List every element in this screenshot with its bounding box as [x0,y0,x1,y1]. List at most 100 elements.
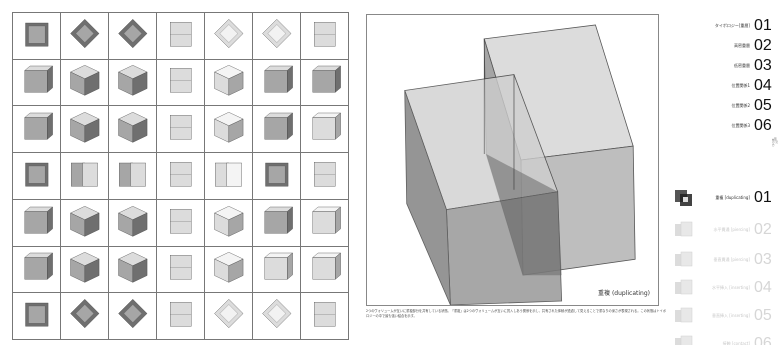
typology-matrix [12,12,349,340]
cube-light-icon [311,206,341,234]
cube-iso-icon [69,65,100,97]
cube-dark-icon [23,112,53,140]
matrix-cell [205,59,253,107]
matrix-cell [301,153,349,200]
tier-label: 高密重層 [734,43,750,48]
cube-light-icon [311,252,341,281]
tier-label: 位置関係3 [731,123,750,128]
tier-thumbnail-icon [674,307,694,325]
tier-number: 02 [754,37,772,54]
tier-number: 03 [754,57,772,74]
matrix-cell [205,199,253,247]
matrix-cell [205,106,253,154]
cube-dark-icon [263,112,293,140]
matrix-cell [109,106,157,154]
tier-thumbnail-icon [674,279,694,297]
matrix-cell [301,13,349,60]
index-tier[interactable]: 低密重層 03 [668,56,778,76]
split-square-icon [70,162,98,187]
square-light-icon [169,161,192,187]
tier-number: 06 [754,335,772,345]
tier-label: 位置関係1 [731,83,750,88]
index-tier[interactable]: 高密重層 02 [668,36,778,56]
diamond-dark-icon [69,298,100,329]
square-dark-icon [25,302,48,327]
tier-number: 01 [754,189,772,206]
tier-number: 06 [754,117,772,134]
hero-panel: 重複 (duplicating) [366,14,659,306]
matrix-cell [301,106,349,154]
square-light-icon [313,21,336,47]
tier-label: 垂直挿入 [inserting] [712,313,750,318]
matrix-cell [61,293,109,340]
square-dark-icon [25,162,48,187]
matrix-cell [13,293,61,340]
cube-dark-icon [23,252,53,281]
index-tier[interactable]: 重複 [duplicating] 01 [668,188,778,208]
cube-iso-icon [69,112,100,143]
matrix-cell [157,293,205,340]
cube-light-icon [311,112,341,140]
cube-dark-icon [263,66,293,94]
matrix-cell [253,59,301,107]
index-tier[interactable]: 位置関係3 06 [668,116,778,136]
matrix-cell [301,199,349,247]
matrix-cell [253,153,301,200]
cube-iso-icon [117,252,148,283]
index-tier[interactable]: 水平挿入 [inserting]04 [668,278,778,298]
tier-number: 04 [754,77,772,94]
index-note: ▲図の 見方 [772,138,778,147]
tier-number: 05 [754,307,772,324]
index-tier[interactable]: 水平貫通 [piercing]02 [668,220,778,240]
cube-dark-icon [263,206,293,234]
matrix-cell [157,246,205,294]
cube-dark-icon [311,66,341,94]
matrix-cell [13,106,61,154]
matrix-cell [13,153,61,200]
cube-iso-icon [117,112,148,143]
tier-number: 04 [754,279,772,296]
square-light-icon [169,208,192,234]
matrix-cell [157,13,205,60]
square-dark-icon [25,22,48,47]
square-light-icon [169,255,192,280]
cube-iso-icon [117,205,148,237]
index-tier[interactable]: 垂直貫通 [piercing]03 [668,250,778,270]
matrix-cell [109,153,157,200]
tier-number: 01 [754,17,772,34]
square-dark-icon [265,162,288,187]
hero-caption: 重複 (duplicating) [598,290,650,297]
diamond-dark-icon [69,18,100,48]
cube-iso-light-icon [213,205,244,237]
index-tier[interactable]: 接触 [contact]06 [668,334,778,345]
square-light-icon [169,21,192,47]
matrix-cell [205,293,253,340]
matrix-cell [109,293,157,340]
matrix-cell [109,246,157,294]
cube-iso-light-icon [213,112,244,143]
tier-thumbnail-icon [674,221,694,239]
diamond-light-icon [261,298,292,329]
matrix-cell [157,153,205,200]
cube-dark-icon [23,66,53,94]
matrix-cell [61,199,109,247]
matrix-cell [253,293,301,340]
square-light-icon [169,68,192,93]
matrix-cell [253,246,301,294]
tier-number: 03 [754,251,772,268]
diamond-light-icon [213,298,244,329]
matrix-cell [253,13,301,60]
index-tier[interactable]: タイポロジー[重層]01 [668,16,778,36]
split-square-icon [118,162,146,187]
square-light-icon [169,115,192,140]
tier-label: 重複 [duplicating] [715,195,750,200]
matrix-cell [109,199,157,247]
cube-iso-icon [69,252,100,283]
index-tier[interactable]: 垂直挿入 [inserting] 05 [668,306,778,326]
index-tier[interactable]: 位置関係1 04 [668,76,778,96]
matrix-cell [205,153,253,200]
matrix-cell [61,246,109,294]
tier-thumbnail-icon [674,335,694,345]
tier-label: 低密重層 [734,63,750,68]
